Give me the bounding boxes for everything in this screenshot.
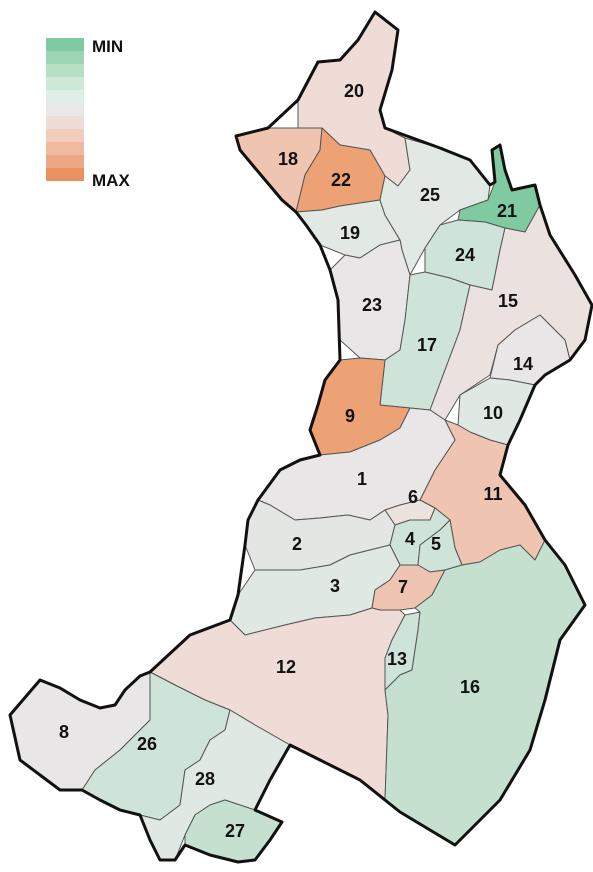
district-14-label: 14 bbox=[513, 354, 533, 374]
legend-swatch bbox=[46, 168, 84, 181]
district-6-label: 6 bbox=[408, 487, 418, 507]
legend-color-scale bbox=[46, 38, 84, 181]
district-26-label: 26 bbox=[137, 734, 157, 754]
district-10-label: 10 bbox=[483, 403, 503, 423]
district-9-label: 9 bbox=[345, 406, 355, 426]
district-21-label: 21 bbox=[497, 201, 517, 221]
district-regions bbox=[9, 11, 593, 863]
district-15-label: 15 bbox=[498, 291, 518, 311]
legend-min-label: MIN bbox=[92, 37, 123, 56]
legend-swatch bbox=[46, 64, 84, 77]
district-20-label: 20 bbox=[344, 81, 364, 101]
district-2-label: 2 bbox=[292, 534, 302, 554]
district-22-label: 22 bbox=[331, 170, 351, 190]
district-4-label: 4 bbox=[405, 529, 415, 549]
legend-swatch bbox=[46, 90, 84, 103]
district-8-label: 8 bbox=[59, 722, 69, 742]
district-16-label: 16 bbox=[460, 677, 480, 697]
district-23-label: 23 bbox=[362, 295, 382, 315]
district-5-label: 5 bbox=[431, 534, 441, 554]
district-11-label: 11 bbox=[483, 484, 502, 504]
district-18-label: 18 bbox=[278, 149, 298, 169]
legend-swatch bbox=[46, 51, 84, 64]
district-25-label: 25 bbox=[420, 185, 440, 205]
district-13-label: 13 bbox=[387, 649, 407, 669]
legend-swatch bbox=[46, 116, 84, 129]
outer-boundary bbox=[8, 10, 593, 864]
legend: MIN MAX bbox=[46, 37, 130, 190]
district-1-label: 1 bbox=[357, 469, 367, 489]
legend-swatch bbox=[46, 103, 84, 116]
district-28-label: 28 bbox=[195, 769, 215, 789]
district-27-label: 27 bbox=[225, 821, 245, 841]
legend-swatch bbox=[46, 129, 84, 142]
legend-swatch bbox=[46, 155, 84, 168]
legend-swatch bbox=[46, 77, 84, 90]
legend-swatch bbox=[46, 142, 84, 155]
district-19-label: 19 bbox=[340, 223, 360, 243]
legend-swatch bbox=[46, 38, 84, 51]
district-24-label: 24 bbox=[455, 245, 475, 265]
district-7-label: 7 bbox=[398, 577, 408, 597]
district-17-label: 17 bbox=[417, 335, 437, 355]
district-12-label: 12 bbox=[276, 657, 296, 677]
district-3-label: 3 bbox=[330, 576, 340, 596]
legend-max-label: MAX bbox=[92, 171, 130, 190]
